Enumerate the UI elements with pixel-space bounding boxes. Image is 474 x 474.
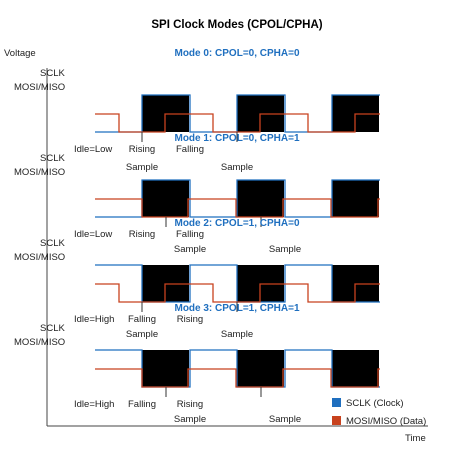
legend-label-clock: SCLK (Clock)	[346, 398, 404, 409]
mosi-miso-label: MOSI/MISO	[14, 252, 65, 263]
mosi-miso-label: MOSI/MISO	[14, 82, 65, 93]
data-waveform	[95, 368, 380, 388]
data-phase-block	[142, 180, 189, 217]
sample-label-1: Sample	[126, 329, 158, 340]
sclk-label: SCLK	[40, 153, 65, 164]
legend-label-data: MOSI/MISO (Data)	[346, 416, 426, 427]
sample-label-2: Sample	[221, 329, 253, 340]
sample-label-2: Sample	[269, 414, 301, 425]
idle-label: Idle=Low	[74, 144, 112, 155]
sample-label-2: Sample	[269, 244, 301, 255]
sclk-label: SCLK	[40, 68, 65, 79]
edge-label-1: Falling	[128, 314, 156, 325]
sclk-label: SCLK	[40, 323, 65, 334]
edge-label-2: Rising	[177, 314, 203, 325]
edge-label-1: Falling	[128, 399, 156, 410]
edge-label-1: Rising	[129, 144, 155, 155]
sclk-waveform	[95, 94, 380, 133]
sample-label-1: Sample	[126, 162, 158, 173]
idle-label: Idle=High	[74, 399, 114, 410]
data-waveform	[95, 198, 380, 218]
mosi-miso-label: MOSI/MISO	[14, 167, 65, 178]
legend-swatch-data	[332, 416, 341, 425]
edge-label-2: Rising	[177, 399, 203, 410]
edge-label-2: Falling	[176, 144, 204, 155]
diagram-title: SPI Clock Modes (CPOL/CPHA)	[151, 19, 322, 31]
legend: SCLK (Clock) MOSI/MISO (Data)	[332, 398, 426, 427]
edge-label-1: Rising	[129, 229, 155, 240]
data-phase-block	[332, 350, 379, 387]
sclk-label: SCLK	[40, 238, 65, 249]
mode-title: Mode 2: CPOL=1, CPHA=0	[174, 218, 299, 229]
data-phase-block	[142, 350, 189, 387]
mode-title: Mode 3: CPOL=1, CPHA=1	[174, 303, 299, 314]
sample-label-2: Sample	[221, 162, 253, 173]
data-phase-block	[332, 180, 379, 217]
sample-label-1: Sample	[174, 414, 206, 425]
x-axis-label: Time	[405, 433, 426, 444]
edge-label-2: Falling	[176, 229, 204, 240]
data-phase-block	[237, 350, 284, 387]
idle-label: Idle=High	[74, 314, 114, 325]
mode-title: Mode 0: CPOL=0, CPHA=0	[174, 48, 299, 59]
sample-label-1: Sample	[174, 244, 206, 255]
data-phase-block	[237, 180, 284, 217]
idle-label: Idle=Low	[74, 229, 112, 240]
mosi-miso-label: MOSI/MISO	[14, 337, 65, 348]
legend-swatch-clock	[332, 398, 341, 407]
y-axis-label: Voltage	[4, 48, 36, 59]
sclk-waveform	[95, 264, 380, 303]
sclk-waveform	[95, 179, 380, 218]
mode-title: Mode 1: CPOL=0, CPHA=1	[174, 133, 299, 144]
